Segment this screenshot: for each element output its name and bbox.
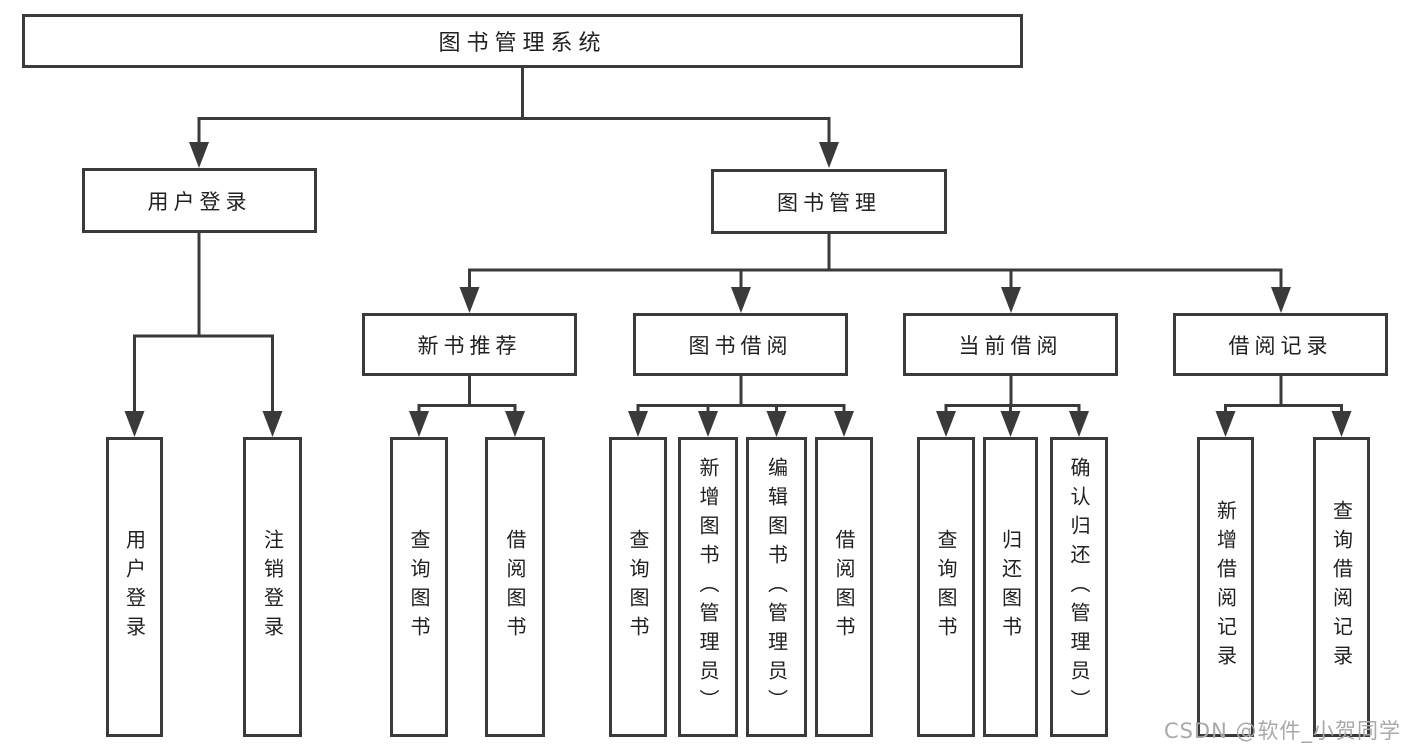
leaf-query-books-current: 查询图书: [917, 437, 975, 737]
leaf-return-books: 归还图书: [983, 437, 1038, 737]
node-current-borrowing: 当前借阅: [903, 313, 1118, 376]
leaf-borrow-books-borrowing: 借阅图书: [815, 437, 873, 737]
leaf-add-borrowing-record: 新增借阅记录: [1197, 437, 1254, 737]
node-library-management-system: 图书管理系统: [22, 14, 1023, 68]
leaf-query-books-newbook: 查询图书: [390, 437, 448, 737]
node-borrowing-records: 借阅记录: [1173, 313, 1388, 376]
node-book-management: 图书管理: [711, 169, 947, 234]
leaf-confirm-return-admin: 确认归还（管理员）: [1050, 437, 1108, 737]
leaf-query-borrowing-record: 查询借阅记录: [1313, 437, 1370, 737]
leaf-user-login: 用户登录: [106, 437, 163, 737]
leaf-add-books-admin: 新增图书（管理员）: [678, 437, 738, 737]
leaf-query-books-borrowing: 查询图书: [609, 437, 667, 737]
node-book-borrowing: 图书借阅: [633, 313, 848, 376]
leaf-edit-books-admin: 编辑图书（管理员）: [746, 437, 807, 737]
leaf-borrow-books-newbook: 借阅图书: [485, 437, 545, 737]
leaf-logout: 注销登录: [243, 437, 302, 737]
node-user-login: 用户登录: [82, 168, 317, 233]
node-new-book-recommendation: 新书推荐: [362, 313, 577, 376]
watermark-text: CSDN @软件_小贺同学: [1163, 719, 1401, 743]
